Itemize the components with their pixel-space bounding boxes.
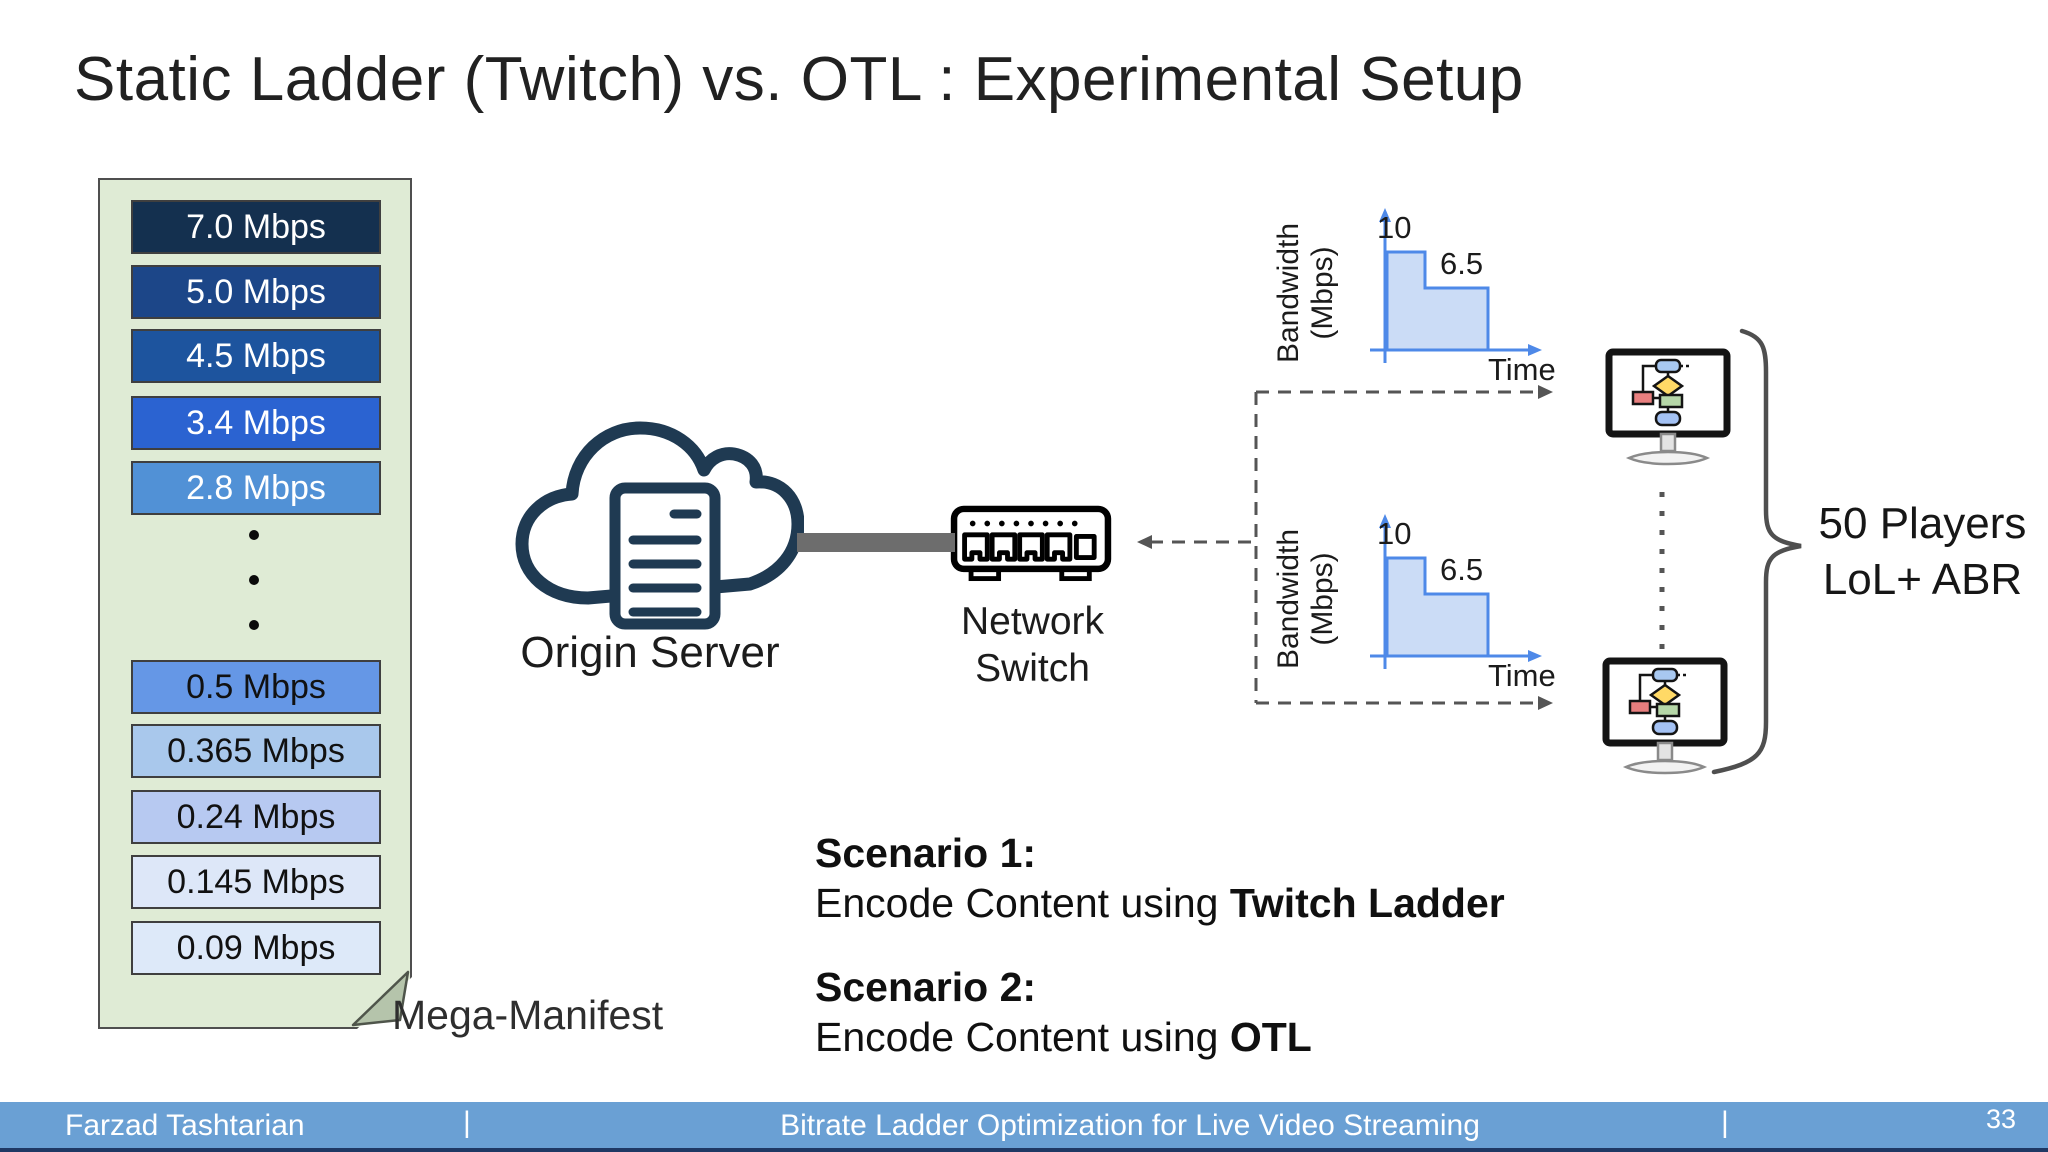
y-axis-label-line2: (Mbps)	[1306, 246, 1339, 339]
bitrate-rung-label: 4.5 Mbps	[186, 336, 326, 375]
bitrate-rung-label: 0.24 Mbps	[176, 797, 336, 836]
bitrate-rung: 3.4 Mbps	[131, 396, 381, 450]
players-abr: LoL+ ABR	[1822, 555, 2023, 604]
x-axis-arrowhead	[1528, 344, 1542, 356]
mega-manifest-label: Mega-Manifest	[392, 992, 664, 1038]
network-switch-label: Network Switch	[930, 598, 1135, 692]
players-count: 50 Players	[1818, 499, 2027, 548]
y-axis-arrowhead	[1379, 208, 1391, 222]
server-lines	[628, 509, 702, 617]
scenario-2-heading: Scenario 2:	[815, 964, 1037, 1011]
switch-leds	[969, 520, 1078, 527]
x-axis-label: Time	[1488, 658, 1556, 693]
level-label-6-5: 6.5	[1440, 246, 1483, 281]
arrowhead-to-top-monitor	[1538, 385, 1553, 399]
mega-manifest-box: 7.0 Mbps 5.0 Mbps 4.5 Mbps 3.4 Mbps 2.8 …	[98, 178, 412, 1029]
ladder-ellipsis-dot	[249, 575, 259, 585]
bitrate-rung-label: 0.5 Mbps	[186, 667, 326, 706]
y-axis-label-line1: Bandwidth	[1272, 223, 1305, 363]
monitor-neck	[1659, 432, 1677, 453]
page-fold-icon	[351, 970, 410, 1027]
bitrate-rung: 4.5 Mbps	[131, 329, 381, 383]
footer-deck-title: Bitrate Ladder Optimization for Live Vid…	[780, 1109, 1480, 1142]
ladder-ellipsis-dot	[249, 530, 259, 540]
level-label-10: 10	[1377, 516, 1411, 551]
footer-author: Farzad Tashtarian	[65, 1109, 305, 1142]
bitrate-rung: 0.09 Mbps	[131, 921, 381, 975]
arrowhead-to-bottom-monitor	[1538, 696, 1553, 710]
bitrate-rung-label: 0.365 Mbps	[167, 731, 345, 770]
arrowhead-to-switch	[1137, 535, 1152, 549]
y-axis-label-line1: Bandwidth	[1272, 529, 1305, 669]
footer-separator: |	[463, 1106, 471, 1139]
monitor-base	[1625, 450, 1711, 466]
dashed-links	[1150, 390, 1538, 705]
footer-bottom-strip	[0, 1148, 2048, 1152]
bitrate-rung: 0.5 Mbps	[131, 660, 381, 714]
flowchart-shapes	[1628, 667, 1682, 736]
network-switch-label-line2: Switch	[975, 647, 1090, 690]
y-axis-arrowhead	[1379, 514, 1391, 528]
scenario-2-body-regular: Encode Content using	[815, 1014, 1230, 1061]
scenario-1-body-regular: Encode Content using	[815, 880, 1230, 927]
ladder-ellipsis-dot	[249, 620, 259, 630]
origin-server-label: Origin Server	[520, 628, 780, 677]
bitrate-rung-label: 5.0 Mbps	[186, 272, 326, 311]
y-axis-label-line2: (Mbps)	[1306, 552, 1339, 645]
bitrate-rung: 0.24 Mbps	[131, 790, 381, 844]
bitrate-rung: 2.8 Mbps	[131, 461, 381, 515]
bitrate-rung-label: 3.4 Mbps	[186, 403, 326, 442]
bitrate-rung-label: 2.8 Mbps	[186, 468, 326, 507]
level-label-6-5: 6.5	[1440, 552, 1483, 587]
bitrate-rung-label: 0.09 Mbps	[176, 928, 336, 967]
x-axis-label: Time	[1488, 352, 1556, 387]
bandwidth-chart-1: 10 6.5 Time Bandwidth (Mbps)	[1272, 208, 1556, 387]
network-switch-label-line1: Network	[960, 600, 1105, 643]
scenario-2-body: Encode Content using OTL	[815, 1012, 1735, 1062]
scenario-1-heading: Scenario 1:	[815, 830, 1037, 876]
chart-axes	[1370, 220, 1530, 363]
players-label: 50 Players LoL+ ABR	[1800, 496, 2045, 608]
curly-brace	[1711, 328, 1802, 775]
bandwidth-chart-2: 10 6.5 Time Bandwidth (Mbps)	[1272, 514, 1556, 693]
cloud-server-icon	[515, 421, 804, 630]
ethernet-cable	[797, 533, 955, 552]
monitor-base	[1622, 759, 1708, 775]
bitrate-rung: 7.0 Mbps	[131, 200, 381, 254]
ethernet-switch-icon	[950, 505, 1112, 582]
monitor-flowchart-icon	[1602, 657, 1728, 775]
slide-title: Static Ladder (Twitch) vs. OTL : Experim…	[74, 45, 1524, 114]
bitrate-rung: 0.145 Mbps	[131, 855, 381, 909]
scenarios-block: Scenario 1: Encode Content using Twitch …	[815, 828, 1735, 1096]
x-axis-arrowhead	[1528, 650, 1542, 662]
footer-separator: |	[1721, 1106, 1729, 1139]
scenario-1-body: Encode Content using Twitch Ladder	[815, 878, 1735, 928]
bitrate-rung: 0.365 Mbps	[131, 724, 381, 778]
monitor-neck	[1656, 741, 1674, 762]
bitrate-rung-label: 7.0 Mbps	[186, 207, 326, 246]
chart-axes	[1370, 526, 1530, 669]
switch-ports	[962, 532, 1097, 562]
scenario-2-body-bold: OTL	[1229, 1014, 1312, 1061]
footer-page-number: 33	[1986, 1104, 2017, 1134]
bitrate-rung-label: 0.145 Mbps	[167, 862, 345, 901]
scenario-1-body-bold: Twitch Ladder	[1229, 880, 1505, 927]
level-label-10: 10	[1377, 210, 1411, 245]
bitrate-rung: 5.0 Mbps	[131, 265, 381, 319]
flowchart-shapes	[1631, 358, 1685, 427]
monitor-flowchart-icon	[1605, 348, 1731, 466]
footer-bar	[0, 1102, 2048, 1148]
